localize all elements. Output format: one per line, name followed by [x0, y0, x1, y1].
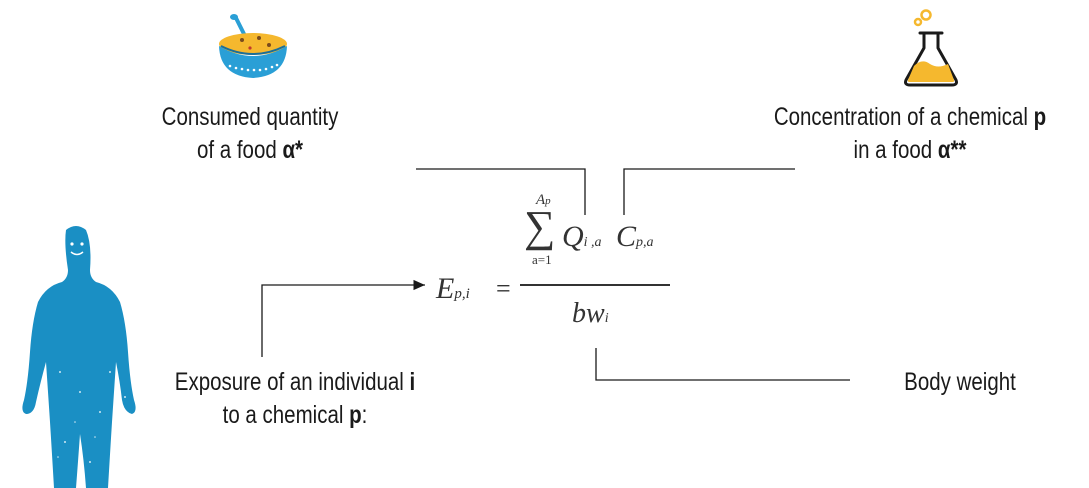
- chemical-flask-icon: [904, 9, 958, 87]
- formula-e-sub: p,i: [454, 286, 470, 302]
- formula-denominator: bwi: [572, 298, 609, 330]
- exposure-p: p: [349, 401, 362, 429]
- consumed-line1: Consumed quantity: [161, 103, 339, 131]
- concentration-connector: [623, 168, 795, 215]
- formula-bw-sub: i: [604, 311, 609, 326]
- formula-sum-upper: Ap: [536, 192, 551, 209]
- consumed-line2-text: of a food: [196, 136, 283, 164]
- concentration-label: Concentration of a chemical p in a food …: [771, 101, 1050, 167]
- consumed-alpha: α: [282, 136, 296, 164]
- consumed-quantity-label: Consumed quantity of a food α*: [143, 101, 356, 167]
- formula-c: Cp,a: [616, 220, 654, 254]
- formula-upper-a: A: [536, 192, 546, 208]
- consumed-asterisk: *: [295, 136, 304, 164]
- formula-c-sub: p,a: [636, 235, 654, 250]
- exposure-line2-text: to a chemical: [222, 401, 350, 429]
- exposure-line1: Exposure of an individual i: [156, 366, 435, 399]
- formula-equals: =: [496, 274, 511, 303]
- concentration-line1: Concentration of a chemical p: [771, 101, 1050, 134]
- person-icon: [22, 226, 136, 488]
- formula-sum-symbol: ∑: [524, 202, 556, 251]
- exposure-line1-text: Exposure of an individual: [174, 368, 410, 396]
- body-weight-connector: [595, 348, 850, 381]
- formula-fraction-bar: [520, 284, 670, 286]
- exposure-line2: to a chemical p:: [156, 399, 435, 432]
- consumed-connector: [416, 168, 586, 215]
- formula-e: E: [436, 272, 455, 305]
- exposure-arrow: [261, 279, 425, 357]
- exposure-colon: :: [361, 401, 368, 429]
- concentration-line2: in a food α**: [771, 134, 1050, 167]
- exposure-label: Exposure of an individual i to a chemica…: [156, 366, 435, 432]
- concentration-alpha: α: [937, 136, 951, 164]
- formula-q-letter: Q: [562, 220, 584, 253]
- exposure-i: i: [409, 368, 416, 396]
- formula-q: Qi ,a: [562, 220, 602, 254]
- food-bowl-icon: [219, 14, 287, 78]
- concentration-asterisks: **: [950, 136, 967, 164]
- formula-sum-lower: a=1: [532, 252, 552, 267]
- concentration-p: p: [1033, 103, 1047, 131]
- concentration-line2-text: in a food: [853, 136, 938, 164]
- formula-c-letter: C: [616, 220, 637, 253]
- consumed-line2: of a food α*: [143, 134, 356, 167]
- body-weight-label: Body weight: [878, 366, 1042, 399]
- exposure-formula: Ep,i = Ap ∑ Qi ,a Cp,a a=1 bwi: [420, 192, 690, 342]
- formula-bw: bw: [572, 298, 605, 329]
- body-weight-text: Body weight: [904, 368, 1016, 396]
- formula-upper-sub: p: [545, 195, 551, 207]
- formula-lhs: Ep,i: [436, 272, 470, 306]
- formula-q-sub: i ,a: [583, 235, 602, 250]
- concentration-line1-text: Concentration of a chemical: [773, 103, 1034, 131]
